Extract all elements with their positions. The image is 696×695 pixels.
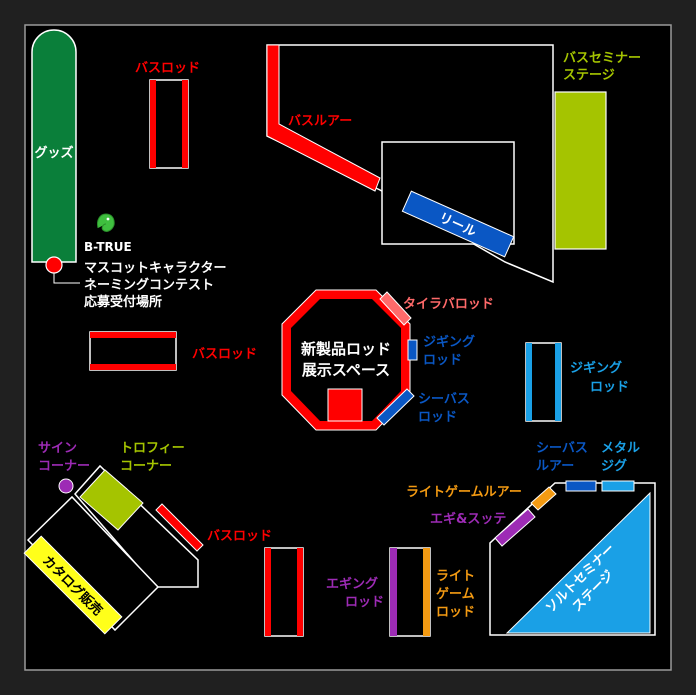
salt-seminar-stage[interactable] — [505, 491, 651, 634]
chameleon-icon — [97, 213, 115, 232]
new-product-display[interactable] — [327, 388, 363, 422]
egi-sutte-label: エギ&スッテ — [430, 511, 506, 527]
sign-corner-label-a: サイン — [38, 441, 77, 456]
bass-seminar-label-2: ステージ — [563, 68, 615, 83]
jigging-rod-2-rack[interactable] — [525, 342, 562, 422]
trophy-corner-label-b: コーナー — [120, 459, 172, 474]
metal-jig-label-b: ジグ — [601, 458, 627, 474]
bass-seminar-label-1: バスセミナー — [563, 51, 641, 66]
bass-rod-bottom-rack[interactable] — [264, 547, 304, 637]
mascot-label-3: 応募受付場所 — [84, 294, 162, 310]
logo-text: B-TRUE — [84, 240, 132, 254]
goods-booth[interactable] — [31, 29, 77, 263]
seabass-lure-display[interactable] — [565, 480, 597, 492]
egi-sutte-display[interactable] — [494, 508, 536, 547]
mascot-label-2: ネーミングコンテスト — [84, 277, 214, 293]
new-product-octagon-inner — [291, 299, 401, 421]
trophy-corner-label-a: トロフィー — [120, 441, 185, 456]
goods-label: グッズ — [34, 145, 73, 161]
mascot-leader-line — [53, 273, 80, 284]
sign-corner-label-b: コーナー — [38, 459, 90, 474]
mascot-entry-marker[interactable] — [45, 256, 63, 274]
new-product-label-2: 展示スペース — [302, 361, 390, 379]
metal-jig-label-a: メタル — [601, 441, 640, 456]
sign-corner-marker[interactable] — [58, 478, 74, 494]
bass-seminar-stage[interactable] — [554, 91, 607, 250]
eging-light-rod-rack[interactable] — [389, 547, 431, 637]
seabass-lure-label-a: シーバス — [536, 441, 588, 456]
bass-rod-left-rack[interactable] — [89, 331, 177, 371]
light-game-rod-label-b: ゲーム — [436, 586, 475, 602]
tairaba-rod-label: タイラバロッド — [403, 297, 494, 312]
jigging-rod-2-label-b: ロッド — [590, 380, 629, 395]
new-product-label-1: 新製品ロッド — [301, 340, 391, 358]
light-game-lure-display[interactable] — [530, 486, 557, 511]
jigging-rod-1-label-b: ロッド — [423, 353, 462, 368]
bass-rod-bottom-label: バスロッド — [207, 529, 272, 544]
bass-rod-left-label: バスロッド — [192, 347, 257, 362]
seabass-rod-label-a: シーバス — [418, 392, 470, 407]
chameleon-eye-icon — [106, 217, 110, 221]
light-game-rod-label-a: ライト — [436, 569, 475, 584]
mascot-label-1: マスコットキャラクター — [84, 261, 226, 276]
bass-lure-display[interactable] — [266, 44, 381, 192]
light-game-lure-label: ライトゲームルアー — [406, 484, 522, 500]
tairaba-rod-display[interactable] — [379, 291, 412, 326]
light-game-rod-label-c: ロッド — [436, 605, 475, 620]
seabass-rod-display[interactable] — [376, 388, 415, 426]
bass-rod-top-label: バスロッド — [135, 61, 200, 76]
metal-jig-display[interactable] — [601, 480, 635, 492]
bass-rod-top-rack[interactable] — [149, 79, 189, 169]
eging-rod-label-b: ロッド — [345, 595, 384, 610]
bass-lure-label: バスルアー — [288, 114, 352, 129]
seabass-lure-label-b: ルアー — [536, 459, 574, 474]
seabass-rod-label-b: ロッド — [418, 410, 457, 425]
trophy-corner-display[interactable] — [79, 469, 144, 531]
eging-rod-label-a: エギング — [326, 576, 378, 592]
jigging-rod-1-label-a: ジギング — [423, 334, 475, 350]
bass-rod-bottom-left-display[interactable] — [155, 503, 204, 552]
jigging-rod-1-display[interactable] — [407, 339, 418, 361]
jigging-rod-2-label-a: ジギング — [570, 360, 622, 376]
b-true-logo: B-TRUE — [84, 213, 132, 254]
